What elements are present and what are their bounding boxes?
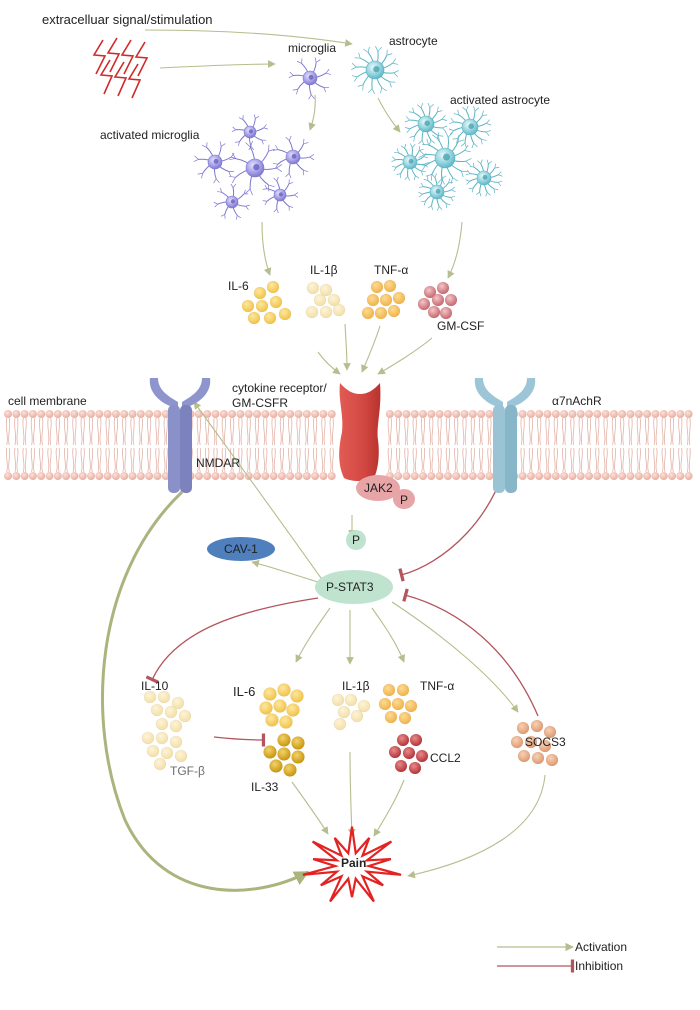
inhibition-arrows: [145, 436, 539, 747]
nmdar-receptor: [149, 378, 211, 493]
activated-astrocyte-cell-icon: [418, 173, 456, 211]
tnfa-bottom-label: TNF-α: [420, 679, 454, 693]
microglia-cell-icon: [288, 57, 331, 100]
ccl2-cluster: [388, 733, 429, 775]
activated-microglia-cell-icon: [229, 140, 283, 196]
jak2-protein: [356, 475, 415, 509]
stimulus-lightning-icon: [92, 37, 149, 99]
legend-inhibition-label: Inhibition: [575, 959, 623, 973]
activated-astrocyte-label: activated astrocyte: [450, 93, 550, 107]
pstat3-label: P-STAT3: [326, 580, 374, 594]
legend: Activation Inhibition: [497, 940, 627, 973]
a7nachr-receptor: [474, 378, 536, 493]
phosphate-label: P: [352, 533, 360, 547]
jak2-label: JAK2: [364, 481, 393, 495]
cytokine-receptor-label-2: GM-CSFR: [232, 396, 288, 410]
il6-bottom-label: IL-6: [233, 684, 255, 699]
activated-microglia-cell-icon: [231, 114, 269, 151]
gmcsf-label: GM-CSF: [437, 319, 484, 333]
cav1-label: CAV-1: [224, 542, 258, 556]
il6-top-label: IL-6: [228, 279, 249, 293]
activated-microglia-cell-icon: [213, 183, 250, 220]
cell-membrane-label: cell membrane: [8, 394, 87, 408]
pain-burst-icon: [302, 826, 402, 903]
il10-label: IL-10: [141, 679, 169, 693]
il1b-bottom-label: IL-1β: [342, 679, 370, 693]
il6-bottom-cluster: [259, 683, 304, 729]
microglia-label: microglia: [288, 41, 336, 55]
il1b-top-label: IL-1β: [310, 263, 338, 277]
il1b-bottom-cluster: [331, 693, 371, 731]
il1b-top-cluster: [305, 281, 346, 319]
astrocyte-cell-icon: [351, 46, 399, 94]
activated-astrocyte-cell-icon: [465, 159, 503, 197]
cell-membrane: [4, 410, 693, 480]
activated-astrocyte-cell-icon: [418, 131, 472, 185]
pain-label: Pain: [341, 856, 366, 870]
cav1-oval: [207, 537, 275, 561]
stimulus-label: extracelluar signal/stimulation: [42, 12, 213, 27]
pstat3-oval: [315, 570, 393, 604]
gmcsf-cluster: [417, 281, 458, 320]
activated-astrocyte-cell-icon: [391, 143, 429, 181]
cytokine-receptor-label-1: cytokine receptor/: [232, 381, 327, 395]
socs3-cluster: [510, 719, 559, 767]
tnfa-bottom-cluster: [378, 683, 418, 725]
phosphate-circle: [346, 530, 366, 550]
tgfb-cluster: [141, 731, 188, 771]
nmdar-to-pain-arrow: [101, 490, 310, 892]
il6-top-cluster: [241, 280, 292, 325]
activated-astrocyte-cell-icon: [448, 105, 492, 149]
cytokine-receptor: [339, 383, 381, 481]
jak2-phospho-label: P: [400, 493, 408, 507]
il33-label: IL-33: [251, 780, 279, 794]
ccl2-label: CCL2: [430, 751, 461, 765]
tgfb-label: TGF-β: [170, 764, 205, 778]
il10-cluster: [143, 690, 192, 733]
socs3-label: SOCS3: [525, 735, 566, 749]
activated-microglia-label: activated microglia: [100, 128, 200, 142]
tnfa-top-cluster: [361, 279, 406, 320]
activated-astrocyte-cell-icon: [404, 102, 448, 146]
il33-cluster: [263, 733, 305, 777]
activated-microglia-cell-icon: [193, 141, 236, 184]
astrocyte-label: astrocyte: [389, 34, 438, 48]
legend-activation-label: Activation: [575, 940, 627, 954]
activated-microglia-cell-icon: [272, 135, 315, 179]
a7nachr-label: α7nAchR: [552, 394, 602, 408]
nmdar-label: NMDAR: [196, 456, 240, 470]
tnfa-top-label: TNF-α: [374, 263, 408, 277]
activated-microglia-cell-icon: [262, 176, 299, 214]
